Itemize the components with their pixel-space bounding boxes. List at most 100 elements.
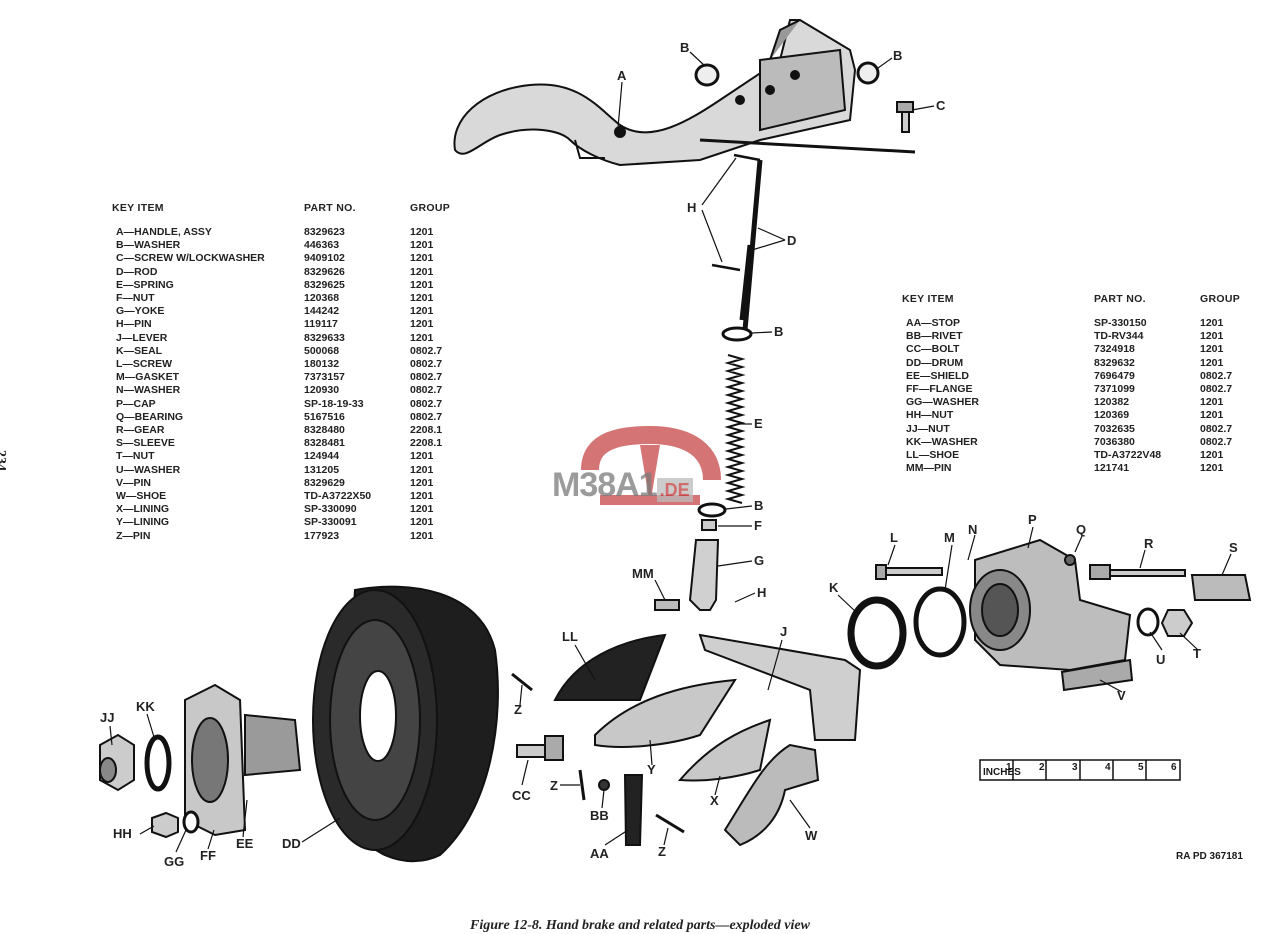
bolt-cc-drawing xyxy=(516,735,564,761)
cell-item: D—ROD xyxy=(116,265,158,278)
cell-group: 1201 xyxy=(410,265,434,278)
callout-ll: LL xyxy=(562,629,578,644)
lining-y-drawing xyxy=(594,678,737,748)
page-number: 234 xyxy=(0,450,8,471)
callout-bb: BB xyxy=(590,808,609,823)
washer-gg-drawing xyxy=(182,810,200,834)
cell-part: 500068 xyxy=(304,344,340,357)
callout-a: A xyxy=(617,68,627,83)
cell-item: Y—LINING xyxy=(116,516,170,529)
cell-group: 1201 xyxy=(1200,356,1224,369)
cell-part: 8328480 xyxy=(304,424,345,436)
header-group: GROUP xyxy=(410,202,451,214)
cell-part: 7324918 xyxy=(1094,343,1135,356)
cell-group: 0802.7 xyxy=(1200,422,1233,435)
gear-r-drawing xyxy=(1089,564,1186,580)
cell-part: 8329626 xyxy=(304,265,345,278)
nut-hh-drawing xyxy=(151,811,179,839)
scale-tick-label: 1 xyxy=(1006,762,1012,773)
callout-f: F xyxy=(754,518,762,533)
callout-b: B xyxy=(754,498,763,513)
cell-item: S—SLEEVE xyxy=(116,437,175,450)
cell-item: BB—RIVET xyxy=(906,330,963,343)
header-part-no: PART NO. xyxy=(1094,293,1146,305)
cell-item: M—GASKET xyxy=(116,371,179,384)
lining-x-drawing xyxy=(677,718,772,782)
cell-group: 1201 xyxy=(1200,343,1224,356)
cell-part: 121741 xyxy=(1094,462,1130,475)
cell-group: 1201 xyxy=(410,503,434,516)
cell-part: 8329625 xyxy=(304,278,345,291)
callout-cc: CC xyxy=(512,788,531,803)
cell-item: K—SEAL xyxy=(116,344,163,357)
cell-part: 7036380 xyxy=(1094,435,1135,448)
cell-group: 0802.7 xyxy=(410,397,443,410)
cell-part: 7371099 xyxy=(1094,383,1135,395)
callout-x: X xyxy=(710,793,719,808)
callout-t: T xyxy=(1193,646,1201,661)
cell-part: 180132 xyxy=(304,358,340,370)
cell-group: 0802.7 xyxy=(410,410,443,423)
callout-v: V xyxy=(1117,688,1126,703)
cell-part: 8329632 xyxy=(1094,356,1135,369)
cell-part: 144242 xyxy=(304,305,340,318)
cell-item: JJ—NUT xyxy=(906,422,950,435)
callout-jj: JJ xyxy=(100,710,114,725)
cell-group: 1201 xyxy=(1200,449,1224,461)
cell-group: 1201 xyxy=(410,226,434,238)
cell-part: SP-330090 xyxy=(304,503,357,516)
cell-group: 1201 xyxy=(410,292,434,304)
cell-group: 1201 xyxy=(410,490,434,502)
cell-part: 8329623 xyxy=(304,226,345,238)
pin-z-2 xyxy=(578,769,586,801)
washer-b-top-left xyxy=(694,63,720,87)
cell-part: 7696479 xyxy=(1094,369,1135,382)
callout-j: J xyxy=(780,624,787,639)
rivet-bb-drawing xyxy=(598,779,610,791)
cell-part: 8328481 xyxy=(304,437,345,450)
callout-k: K xyxy=(829,580,839,595)
cell-part: 8329633 xyxy=(304,331,345,344)
pin-v-drawing xyxy=(1060,658,1134,692)
drum-dd-drawing xyxy=(312,585,499,863)
cell-group: 1201 xyxy=(410,463,434,476)
cell-part: TD-A3722X50 xyxy=(304,490,372,502)
cell-item: Q—BEARING xyxy=(116,410,184,423)
cell-part: 120930 xyxy=(304,384,340,397)
pin-mm-drawing xyxy=(654,599,680,611)
cell-group: 1201 xyxy=(410,450,434,463)
cell-item: L—SCREW xyxy=(116,358,172,370)
callout-h: H xyxy=(687,200,696,215)
callout-hh: HH xyxy=(113,826,132,841)
cell-item: W—SHOE xyxy=(116,490,167,502)
callout-h: H xyxy=(757,585,766,600)
cell-group: 1201 xyxy=(1200,396,1224,409)
scale-tick-label: 2 xyxy=(1039,762,1045,773)
pin-h-upper xyxy=(733,153,761,162)
nut-t-drawing xyxy=(1160,609,1194,637)
scale-unit-label: INCHES xyxy=(983,767,1021,778)
cell-item: A—HANDLE, ASSY xyxy=(116,226,212,238)
cell-group: 1201 xyxy=(1200,317,1224,329)
cell-part: TD-A3722V48 xyxy=(1094,449,1162,461)
cell-group: 1201 xyxy=(1200,330,1224,343)
pin-h-lower xyxy=(711,263,741,272)
scale-tick-label: 5 xyxy=(1138,762,1144,773)
cell-item: T—NUT xyxy=(116,450,155,463)
callout-z: Z xyxy=(514,702,522,717)
callout-p: P xyxy=(1028,512,1037,527)
callout-d: D xyxy=(787,233,796,248)
header-part-no: PART NO. xyxy=(304,202,356,214)
cell-group: 0802.7 xyxy=(410,384,443,397)
washer-u-drawing xyxy=(1136,607,1160,637)
cell-group: 0802.7 xyxy=(410,358,443,370)
callout-ee: EE xyxy=(236,836,254,851)
cell-item: R—GEAR xyxy=(116,424,165,436)
callout-b: B xyxy=(893,48,902,63)
callout-gg: GG xyxy=(164,854,184,869)
nut-f-drawing xyxy=(701,519,717,531)
cell-item: P—CAP xyxy=(116,397,156,410)
scale-tick-label: 4 xyxy=(1105,762,1111,773)
cell-part: 120368 xyxy=(304,292,340,304)
stop-aa-drawing xyxy=(623,774,644,846)
